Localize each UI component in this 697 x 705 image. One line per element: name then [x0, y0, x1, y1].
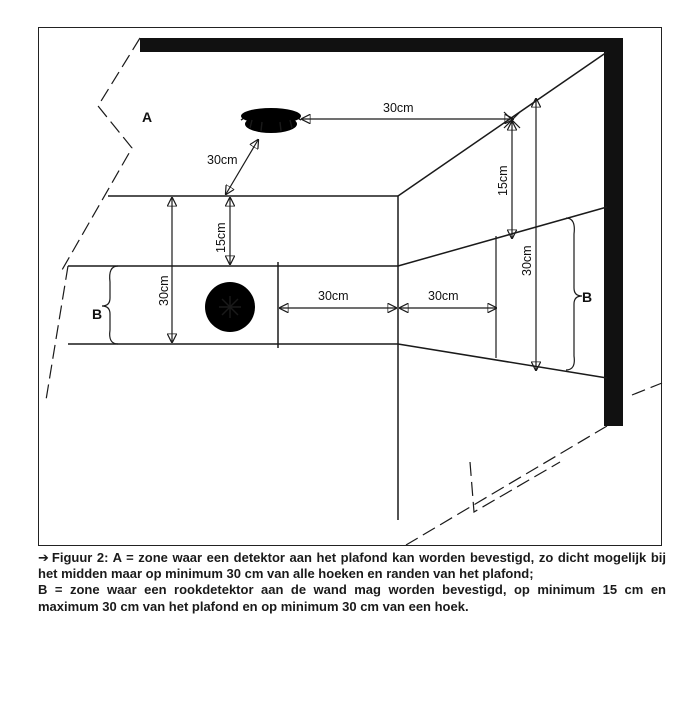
zone-b-right-label: B	[582, 289, 592, 305]
brace-left-b	[101, 265, 119, 345]
right-wall-edge	[604, 38, 623, 426]
wall-smoke-detector-icon	[205, 282, 255, 332]
caption-zone-a: ➔Figuur 2: A = zone waar een detektor aa…	[38, 550, 666, 582]
dim-label-left-30: 30cm	[157, 275, 171, 306]
figure-frame	[38, 27, 662, 546]
room-structure	[68, 51, 608, 520]
dimension-lines	[172, 99, 536, 370]
figure-caption: ➔Figuur 2: A = zone waar een detektor aa…	[38, 550, 666, 615]
dim-label-ceiling-corner: 30cm	[383, 101, 414, 115]
ceiling-top-edge	[140, 38, 623, 52]
dim-label-right-15: 15cm	[496, 165, 510, 196]
caption-zone-a-text: Figuur 2: A = zone waar een detektor aan…	[38, 550, 666, 582]
brace-right-b	[565, 217, 583, 371]
cutaway-lines	[45, 37, 663, 546]
dim-label-right-30: 30cm	[428, 289, 459, 303]
arrow-right-icon: ➔	[38, 550, 49, 565]
dim-label-right-30-vert: 30cm	[520, 245, 534, 276]
dim-label-back-30: 30cm	[318, 289, 349, 303]
dim-label-left-15: 15cm	[214, 222, 228, 253]
caption-zone-b: B = zone waar een rookdetektor aan de wa…	[38, 582, 666, 614]
dim-line-ceiling-wall	[226, 140, 258, 194]
dim-label-ceiling-wall: 30cm	[207, 153, 238, 167]
zone-b-left-label: B	[92, 306, 102, 322]
zone-a-label: A	[142, 109, 152, 125]
ceiling-smoke-detector-icon	[240, 108, 302, 133]
room-diagram: A B B 30cm 30cm 15cm 30cm 30cm 30cm 15cm…	[45, 37, 663, 546]
